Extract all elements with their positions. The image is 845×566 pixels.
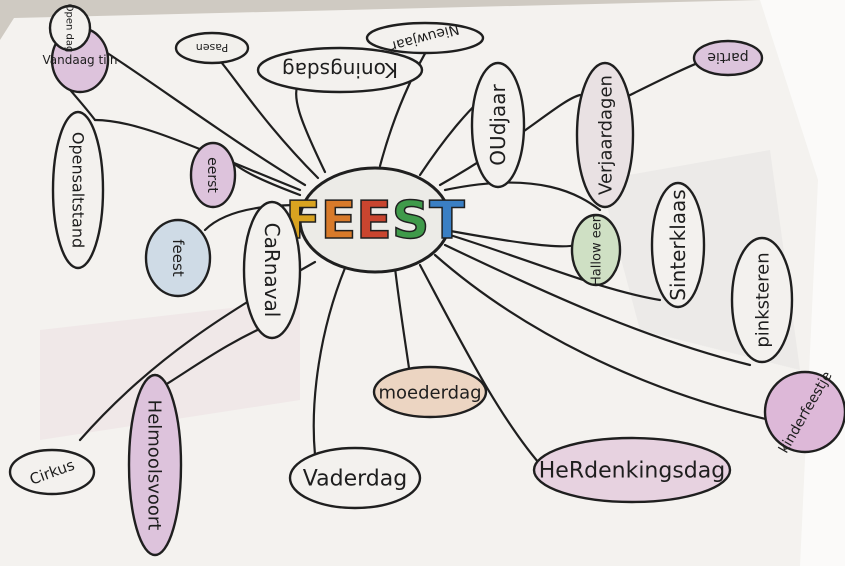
center-letter: S [392, 191, 429, 251]
branch-label: feest [169, 239, 187, 277]
branch-verjaardagen: Verjaardagen [575, 61, 635, 209]
branch-label: Sinterklaas [666, 189, 690, 300]
branch-label: pinksteren [752, 252, 773, 347]
branch-bubble [650, 181, 706, 309]
branch-moederdag: moederdag [372, 365, 488, 419]
branch-label: Vaderdag [303, 467, 407, 492]
branch-bubble [372, 365, 488, 419]
branch-sinterklaas: Sinterklaas [650, 181, 706, 309]
branch-eerst: eerst [189, 141, 237, 209]
branch-label: Opensaltstand [68, 132, 87, 248]
branch-bubble [242, 200, 302, 340]
branch-schoolsvoorst: Helmoolsvoort [127, 373, 183, 557]
branch-bubble [51, 110, 105, 270]
branch-bubble [48, 4, 92, 52]
branch-partie: partie [692, 39, 764, 77]
branch-carnaval: CaRnaval [242, 200, 302, 340]
branch-label: Verjaardagen [595, 75, 616, 195]
pencil-shading [40, 300, 300, 440]
branch-label: Open dag [64, 4, 75, 53]
branch-label: Hallow een [590, 214, 605, 286]
center-letter: E [356, 191, 392, 251]
branch-halloween: Hallow een [570, 213, 622, 287]
branch-bubble [8, 448, 96, 496]
branch-bubble [174, 31, 250, 65]
branch-bubble [288, 446, 422, 510]
branch-bubble [144, 218, 212, 298]
branch-nieuwjaar: Nieuwjaar [365, 20, 485, 55]
center-letter: T [429, 191, 465, 251]
branch-bubble [730, 236, 794, 364]
branch-label: Vandaag tijn [43, 53, 118, 67]
branch-herdenkingsdag: HeRdenkingsdag [532, 436, 732, 504]
branch-pinksteren: pinksteren [730, 236, 794, 364]
branch-bubble [532, 436, 732, 504]
branch-feest: feest [144, 218, 212, 298]
branch-label: moederdag [378, 382, 481, 403]
branch-bubble [575, 61, 635, 209]
branch-label: OUdjaar [486, 84, 510, 166]
branch-bubble [570, 213, 622, 287]
branch-bubble [692, 39, 764, 77]
branch-kinderfeestje: kinderfeestje [763, 369, 845, 456]
branch-vaderdag: Vaderdag [288, 446, 422, 510]
branch-label: eerst [204, 157, 220, 193]
branch-label: CaRnaval [260, 223, 284, 318]
branch-bubble [763, 370, 845, 454]
branch-pasen: Pasen [174, 31, 250, 65]
branch-bubble [189, 141, 237, 209]
branch-oudjaar: OUdjaar [470, 61, 526, 189]
center-title: FEEST [285, 191, 465, 251]
center-node: FEEST [284, 166, 466, 274]
branch-bubble [365, 21, 485, 55]
branch-open-dag: Open dag [48, 4, 92, 53]
branch-koningsdag: Koningsdag [256, 46, 424, 94]
branch-bubble [127, 373, 183, 557]
branch-cirkus: Cirkus [8, 448, 96, 496]
branch-label: partie [707, 49, 748, 65]
branch-label: Helmoolsvoort [144, 400, 165, 531]
branch-label: Pasen [196, 41, 228, 54]
branch-label: Koningsdag [282, 58, 398, 82]
branch-opensaltstand: Opensaltstand [51, 110, 105, 270]
branch-label: HeRdenkingsdag [539, 459, 725, 484]
center-letter: E [321, 191, 357, 251]
branch-bubble [470, 61, 526, 189]
branch-bubble [256, 46, 424, 94]
